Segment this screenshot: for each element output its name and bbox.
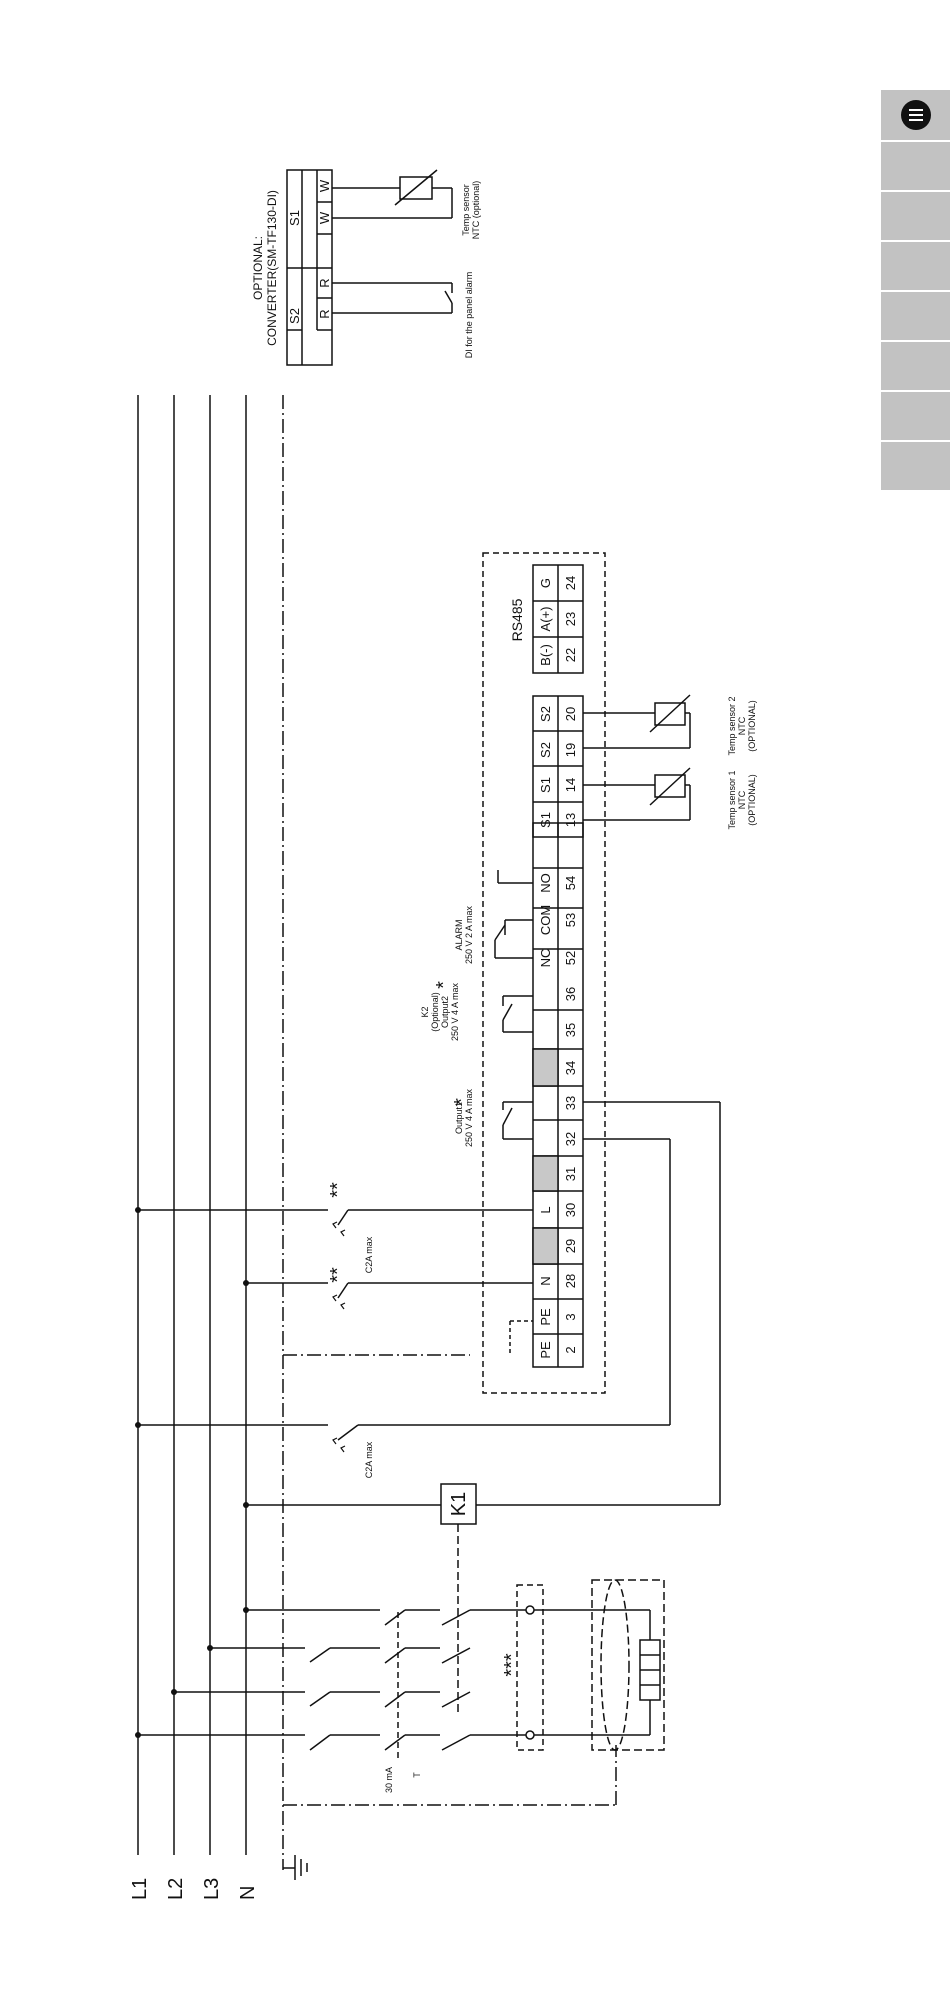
heater-enclosure (591, 1579, 665, 1751)
terminal-num-30: 30 (563, 1203, 578, 1217)
k2-label-4: 250 V 4 A max (450, 982, 460, 1041)
output1-label-2: 250 V 4 A max (464, 1088, 474, 1147)
converter-term-w2: W (317, 179, 332, 192)
sensor2-label-3: (OPTIONAL) (747, 700, 757, 752)
star-output2: * (433, 981, 455, 989)
terminal-num-35: 35 (563, 1023, 578, 1037)
di-label: DI for the panel alarm (464, 272, 474, 359)
rs485-num-23: 23 (563, 612, 578, 626)
c2a-label-2: C2A max (364, 1441, 374, 1478)
converter-term-r2: R (317, 278, 332, 287)
breaker-n-icon (337, 1282, 349, 1299)
bus-label-n: N (237, 1886, 259, 1900)
rs485-label-a: A(+) (538, 607, 553, 632)
star-heater: *** (501, 1653, 523, 1677)
rs485-label-g: G (538, 578, 553, 588)
sensor-label-s1-b: S1 (538, 777, 553, 793)
bus-label-l1: L1 (129, 1878, 151, 1900)
rs485-num-22: 22 (563, 648, 578, 662)
alarm-label-1: ALARM (454, 919, 464, 950)
converter-temp-label-2: NTC (optional) (471, 181, 481, 240)
terminal-num-29: 29 (563, 1239, 578, 1253)
terminal-label-n: N (538, 1276, 553, 1285)
sensor2-label-2: NTC (737, 716, 747, 735)
sensor-num-13: 13 (563, 813, 578, 827)
terminal-label-pe-1: PE (538, 1341, 553, 1359)
bus-label-l3: L3 (201, 1878, 223, 1900)
converter-temp-label-1: Temp sensor (461, 184, 471, 236)
sensor-num-19: 19 (563, 743, 578, 757)
terminal-num-36: 36 (563, 987, 578, 1001)
nav-tab-3[interactable] (881, 242, 950, 290)
nav-tab-1[interactable] (881, 142, 950, 190)
breaker-output-icon (337, 1424, 359, 1441)
terminal-num-33: 33 (563, 1096, 578, 1110)
converter-group-s2: S2 (287, 308, 302, 324)
di-contact-icon (444, 290, 453, 304)
terminal-num-28: 28 (563, 1274, 578, 1288)
nav-tab-2[interactable] (881, 192, 950, 240)
k2-label-2: (Optional) (430, 992, 440, 1032)
nav-tab-4[interactable] (881, 292, 950, 340)
rs485-title: RS485 (509, 598, 525, 641)
k2-label-1: K2 (420, 1006, 430, 1017)
bus-label-l2: L2 (165, 1878, 187, 1900)
terminal-num-2: 2 (563, 1346, 578, 1353)
menu-icon (900, 100, 931, 130)
rs485-num-24: 24 (563, 576, 578, 590)
star-breaker-l: ** (327, 1182, 349, 1198)
sensor1-label-1: Temp sensor 1 (727, 770, 737, 829)
converter-term-w1: W (317, 211, 332, 224)
terminal-num-52: 52 (563, 951, 578, 965)
terminal-num-32: 32 (563, 1132, 578, 1146)
converter-group-s1: S1 (287, 210, 302, 226)
rs485-label-b: B(-) (538, 644, 553, 666)
terminal-num-3: 3 (563, 1313, 578, 1320)
nav-tab-5[interactable] (881, 342, 950, 390)
breaker-l-icon (337, 1209, 349, 1226)
terminal-label-pe-2: PE (538, 1308, 553, 1326)
sensor-num-14: 14 (563, 778, 578, 792)
terminal-label-l: L (538, 1206, 553, 1213)
terminal-num-54: 54 (563, 876, 578, 890)
output1-label-1: Output1 (454, 1102, 464, 1134)
shaded-terminal-34 (532, 1048, 559, 1087)
converter-term-r1: R (317, 309, 332, 318)
sensor1-label-3: (OPTIONAL) (747, 774, 757, 826)
terminal-num-34: 34 (563, 1061, 578, 1075)
sensor2-label-1: Temp sensor 2 (727, 696, 737, 755)
heater-terminals (516, 1584, 544, 1751)
alarm-label-2: 250 V 2 A max (464, 905, 474, 964)
side-nav (881, 90, 950, 492)
sensor-label-s2-a: S2 (538, 742, 553, 758)
rcd-t-label: T (412, 1772, 422, 1778)
star-output1: * (451, 1098, 473, 1106)
k1-label: K1 (448, 1492, 470, 1516)
controller-enclosure (482, 552, 606, 1394)
menu-button[interactable] (881, 90, 950, 140)
terminal-label-nc: NC (538, 949, 553, 968)
converter-title-1: OPTIONAL: (251, 236, 265, 300)
terminal-num-53: 53 (563, 913, 578, 927)
sensor-label-s1-a: S1 (538, 812, 553, 828)
terminal-num-31: 31 (563, 1167, 578, 1181)
terminal-label-com: COM (538, 905, 553, 935)
converter-title-2: CONVERTER(SM-TF130-DI) (265, 190, 279, 346)
star-breaker-n: ** (327, 1267, 349, 1283)
nav-tab-6[interactable] (881, 392, 950, 440)
sensor-label-s2-b: S2 (538, 706, 553, 722)
sensor-num-20: 20 (563, 707, 578, 721)
shaded-terminal-29 (532, 1227, 559, 1265)
sensor1-label-2: NTC (737, 790, 747, 809)
shaded-terminal-31 (532, 1155, 559, 1192)
c2a-label-1: C2A max (364, 1236, 374, 1273)
k2-label-3: Output2 (440, 996, 450, 1028)
terminal-label-no: NO (538, 873, 553, 893)
rcd-label: 30 mA (384, 1767, 394, 1793)
nav-tab-7[interactable] (881, 442, 950, 490)
